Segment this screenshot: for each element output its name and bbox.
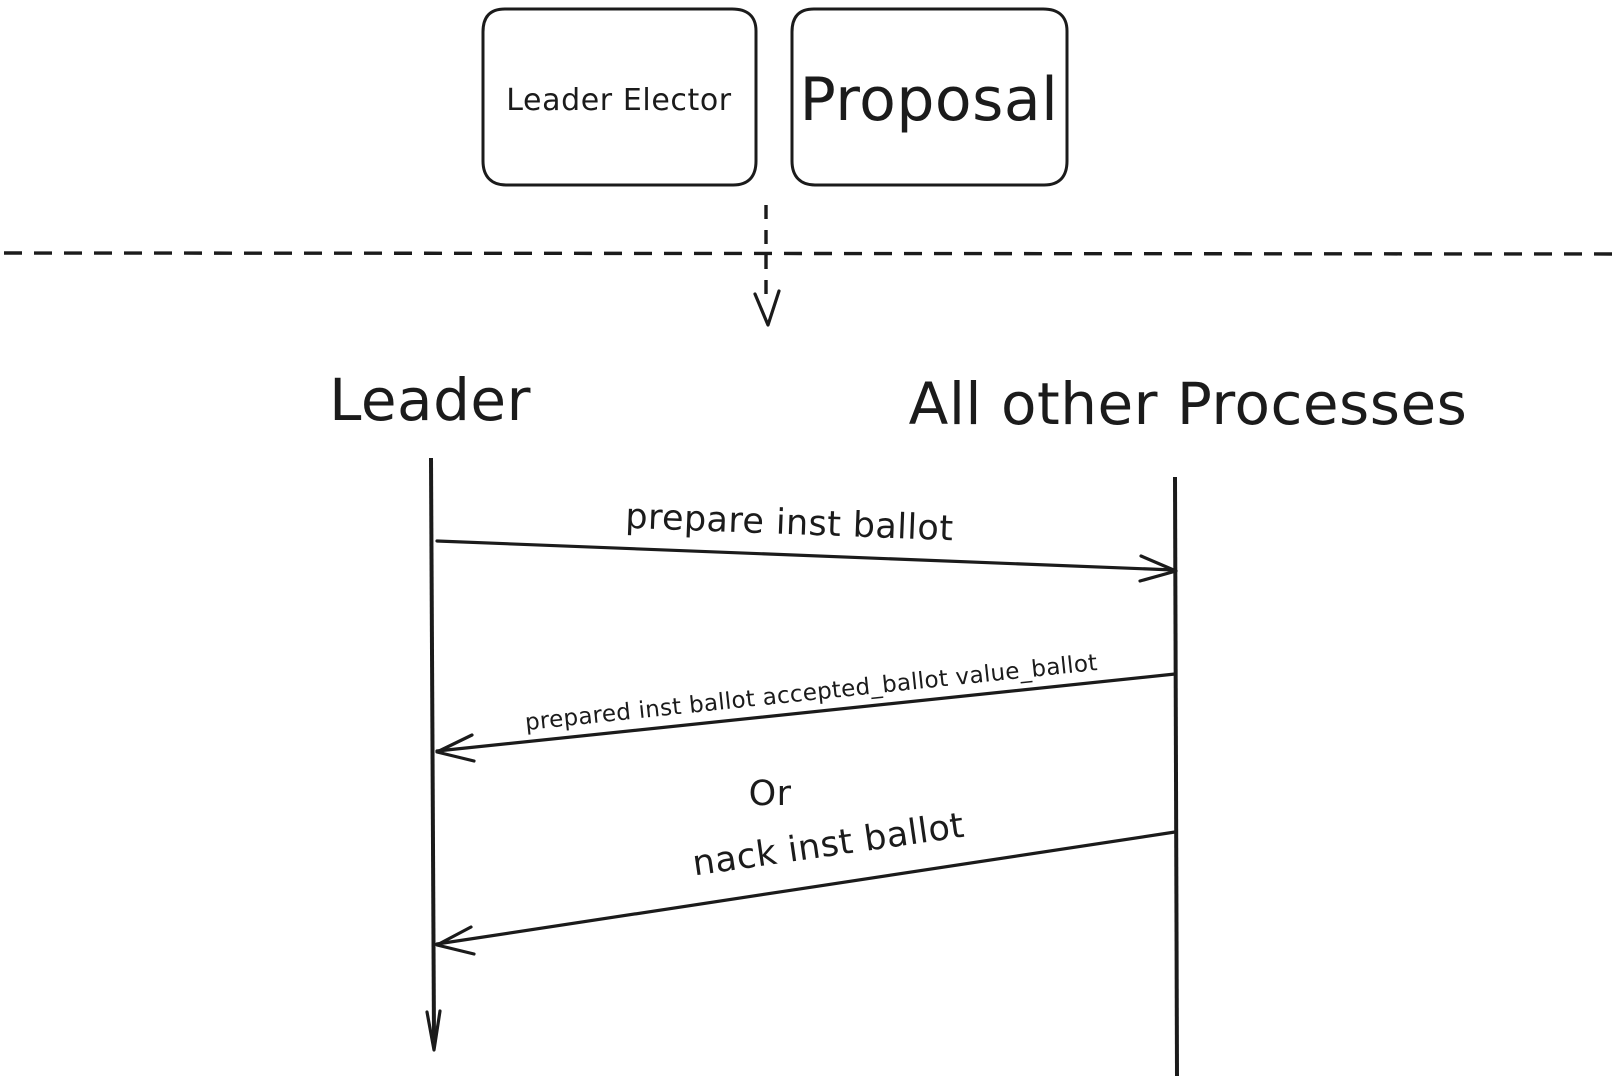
proposal-label: Proposal xyxy=(800,65,1059,135)
leader-elector-box-outline xyxy=(481,7,758,187)
actor-label-all-other-processes: All other Processes xyxy=(909,370,1468,438)
message-prepared[interactable]: prepared inst ballot accepted_ballot val… xyxy=(435,650,1177,763)
node-proposal[interactable]: Proposal xyxy=(790,7,1069,187)
message-prepare[interactable]: prepare inst ballot xyxy=(435,497,1178,583)
message-label-nack: nack inst ballot xyxy=(690,806,967,885)
message-label-prepared: prepared inst ballot accepted_ballot val… xyxy=(524,650,1099,736)
proposal-box-outline xyxy=(790,7,1069,187)
or-separator-label: Or xyxy=(749,774,792,814)
node-leader-elector[interactable]: Leader Elector xyxy=(481,7,758,187)
lifeline-all-other-processes xyxy=(1173,476,1179,1077)
message-nack[interactable]: nack inst ballot xyxy=(435,806,1177,956)
actor-label-leader: Leader xyxy=(329,366,531,434)
drop-arrow-icon xyxy=(753,205,781,327)
leader-elector-label: Leader Elector xyxy=(506,83,732,118)
message-label-prepare: prepare inst ballot xyxy=(625,497,954,550)
section-divider xyxy=(3,251,1621,256)
lifeline-leader xyxy=(425,457,442,1052)
